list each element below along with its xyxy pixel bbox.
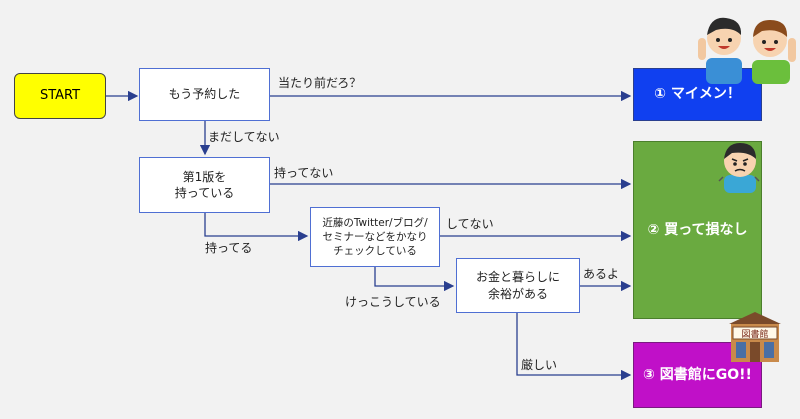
check-line1: 近藤のTwitter/ブログ/: [322, 216, 428, 229]
check-line2: セミナーなどをかなり: [322, 230, 428, 243]
arrow-check-to-money: [374, 267, 455, 292]
outcome-library-label: ③ 図書館にGO!!: [643, 366, 752, 383]
reserved-label: もう予約した: [168, 87, 241, 102]
first-edition-line2: 持っている: [174, 186, 235, 200]
edge-label-have: 持ってる: [205, 241, 253, 255]
arrow-money-to-library: [516, 313, 632, 381]
edge-label-dont-have: 持ってない: [274, 166, 334, 180]
edge-label-tight: 厳しい: [521, 358, 558, 372]
reserved-node: もう予約した: [139, 68, 270, 121]
outcome-buy: ② 買って損なし: [633, 141, 762, 319]
first-edition-node: 第1版を 持っている: [139, 157, 270, 213]
money-line1: お金と暮らしに: [475, 270, 560, 285]
library-building-icon: 図書館: [729, 312, 781, 362]
check-node: 近藤のTwitter/ブログ/ セミナーなどをかなり チェックしている: [310, 207, 440, 267]
library-sign: 図書館: [741, 328, 768, 340]
worried-boy-icon: [718, 143, 760, 193]
start-node: START: [14, 73, 106, 119]
first-edition-line1: 第1版を: [182, 169, 227, 184]
money-node: お金と暮らしに 余裕がある: [456, 258, 580, 313]
two-boys-cheering-icon: [698, 17, 796, 84]
check-line3: チェックしている: [333, 245, 417, 258]
edge-label-of-course: 当たり前だろ？: [278, 76, 362, 90]
start-label: START: [39, 88, 81, 104]
outcome-mymen-label: ① マイメン！: [654, 86, 741, 103]
arrow-first-edition-to-check: [204, 213, 309, 242]
money-line2: 余裕がある: [487, 286, 548, 301]
edge-label-yes-have: あるよ: [583, 267, 620, 281]
outcome-buy-label: ② 買って損なし: [647, 221, 748, 238]
edge-label-checking-a-lot: けっこうしている: [345, 295, 441, 309]
edge-label-not-checking: してない: [446, 217, 494, 231]
edge-label-not-yet: まだしてない: [208, 130, 280, 144]
